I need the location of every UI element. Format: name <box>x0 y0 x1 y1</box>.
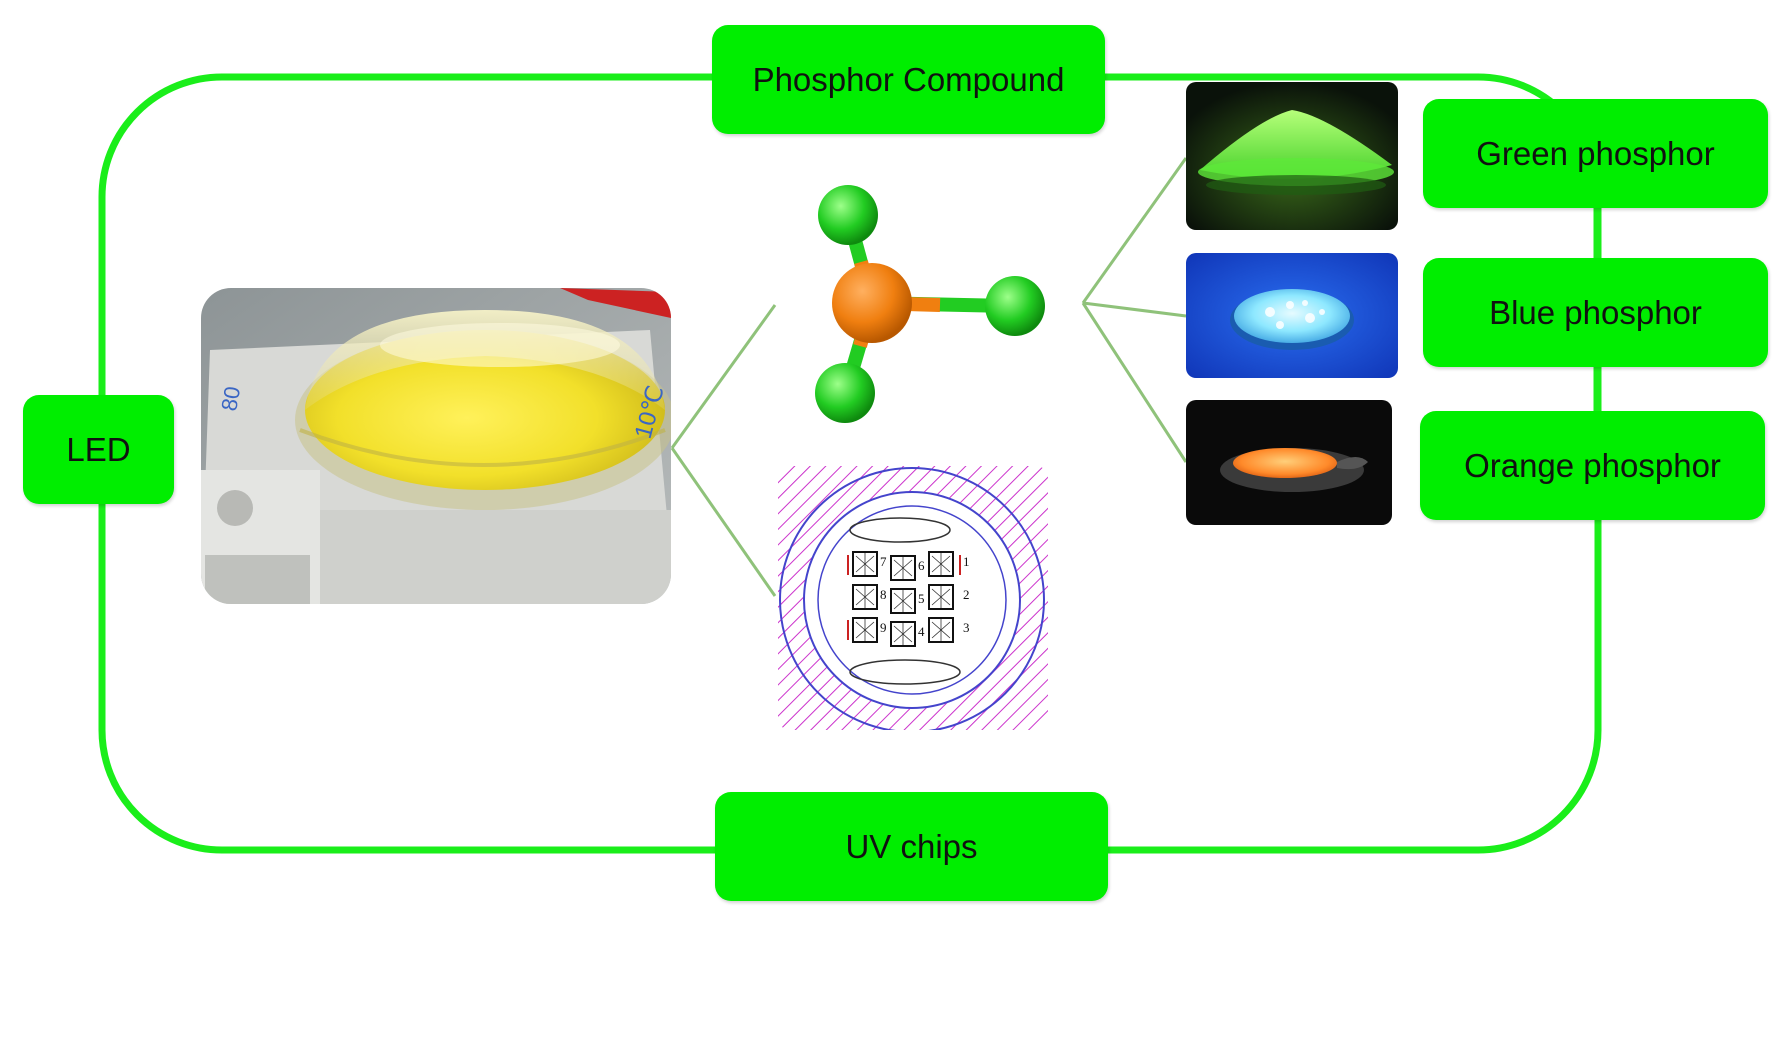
orange-phosphor-dish-icon <box>1186 400 1392 525</box>
chip-number: 5 <box>918 591 925 606</box>
chip-number: 3 <box>963 620 970 635</box>
blue-phosphor-dish-icon <box>1186 253 1398 378</box>
chip-number: 1 <box>963 554 970 569</box>
svg-text:80: 80 <box>216 384 245 412</box>
blue-phosphor-label: Blue phosphor <box>1423 258 1768 367</box>
molecule-icon <box>815 185 1045 423</box>
green-phosphor-powder-icon <box>1186 82 1398 230</box>
led-label: LED <box>23 395 174 504</box>
chip-number: 7 <box>880 554 887 569</box>
chip-number: 6 <box>918 558 925 573</box>
chip-number: 9 <box>880 620 887 635</box>
chip-number: 4 <box>918 624 925 639</box>
uv-chips-label: UV chips <box>715 792 1108 901</box>
orange-phosphor-label: Orange phosphor <box>1420 411 1765 520</box>
green-phosphor-label: Green phosphor <box>1423 99 1768 208</box>
phosphor-compound-label: Phosphor Compound <box>712 25 1105 134</box>
connector-lines <box>670 157 1188 597</box>
chip-number: 2 <box>963 587 970 602</box>
chip-number: 8 <box>880 587 887 602</box>
uv-chip-layout-icon: 7 6 1 8 5 2 9 4 3 <box>778 466 1048 730</box>
led-module-icon: 80 10℃ <box>201 288 671 604</box>
